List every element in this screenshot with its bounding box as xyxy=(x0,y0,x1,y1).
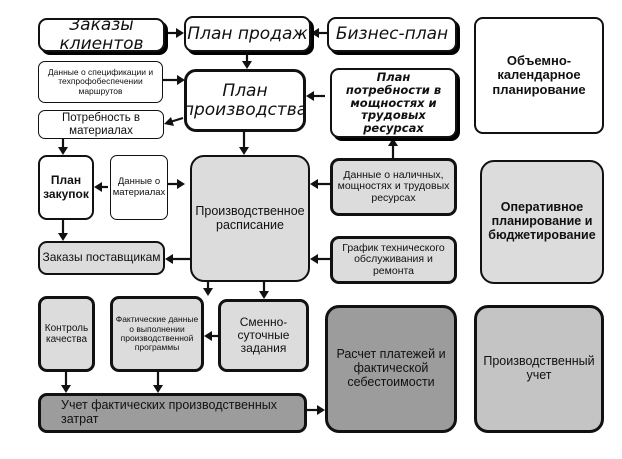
shift-tasks-box: Сменно-суточные задания xyxy=(218,299,309,372)
volume-planning-box: Объемно-календарное планирование xyxy=(474,17,604,134)
quality-control-box: Контроль качества xyxy=(38,296,95,372)
payments-box: Расчет платежей и фактической себестоимо… xyxy=(325,305,457,433)
operational-planning-box: Оперативное планирование и бюджетировани… xyxy=(480,160,604,284)
client-orders-box: Заказы клиентов xyxy=(38,18,165,52)
production-accounting-label: Производственный учет xyxy=(483,354,595,382)
capacity-plan-label: План потребности в мощностях и трудовых … xyxy=(345,70,442,135)
capacity-plan-box: План потребности в мощностях и трудовых … xyxy=(330,68,457,138)
spec-data-box: Данные о спецификации и техпрофобеспечен… xyxy=(38,61,163,103)
material-needs-box: Потребность в материалах xyxy=(38,110,164,139)
client-orders-label: Заказы клиентов xyxy=(59,18,144,52)
supplier-orders-label: Заказы поставщикам xyxy=(42,250,161,265)
purchase-plan-box: План закупок xyxy=(38,155,94,220)
material-data-label: Данные о материалах xyxy=(112,176,166,198)
supplier-orders-box: Заказы поставщикам xyxy=(38,241,165,275)
sales-plan-label: План продаж xyxy=(187,23,308,44)
business-plan-box: Бизнес-план xyxy=(327,17,457,52)
cost-accounting-label: Учет фактических производственных затрат xyxy=(61,398,277,426)
production-schedule-label: Производственное расписание xyxy=(195,203,305,232)
spec-data-label: Данные о спецификации и техпрофобеспечен… xyxy=(47,66,154,96)
maintenance-box: График технического обслуживания и ремон… xyxy=(330,236,457,284)
quality-control-label: Контроль качества xyxy=(44,323,89,345)
production-plan-label: План производства xyxy=(184,80,306,120)
resources-data-label: Данные о наличных, мощностях и трудовых … xyxy=(337,168,450,204)
production-schedule-box: Производственное расписание xyxy=(190,155,310,282)
sales-plan-box: План продаж xyxy=(184,16,311,52)
operational-planning-label: Оперативное планирование и бюджетировани… xyxy=(488,200,596,242)
production-plan-box: План производства xyxy=(184,69,306,132)
payments-label: Расчет платежей и фактической себестоимо… xyxy=(336,347,446,389)
maintenance-label: График технического обслуживания и ремон… xyxy=(342,241,445,277)
shift-tasks-label: Сменно-суточные задания xyxy=(237,314,290,356)
volume-planning-label: Объемно-календарное планирование xyxy=(492,53,586,97)
material-needs-label: Потребность в материалах xyxy=(62,111,140,137)
production-accounting-box: Производственный учет xyxy=(474,305,604,433)
cost-accounting-box: Учет фактических производственных затрат xyxy=(38,393,307,433)
material-data-box: Данные о материалах xyxy=(110,155,168,220)
actual-execution-label: Фактические данные о выполнении производ… xyxy=(115,314,199,353)
resources-data-box: Данные о наличных, мощностях и трудовых … xyxy=(330,158,457,216)
business-plan-label: Бизнес-план xyxy=(335,24,449,45)
actual-execution-box: Фактические данные о выполнении производ… xyxy=(110,296,204,372)
purchase-plan-label: План закупок xyxy=(43,173,89,201)
